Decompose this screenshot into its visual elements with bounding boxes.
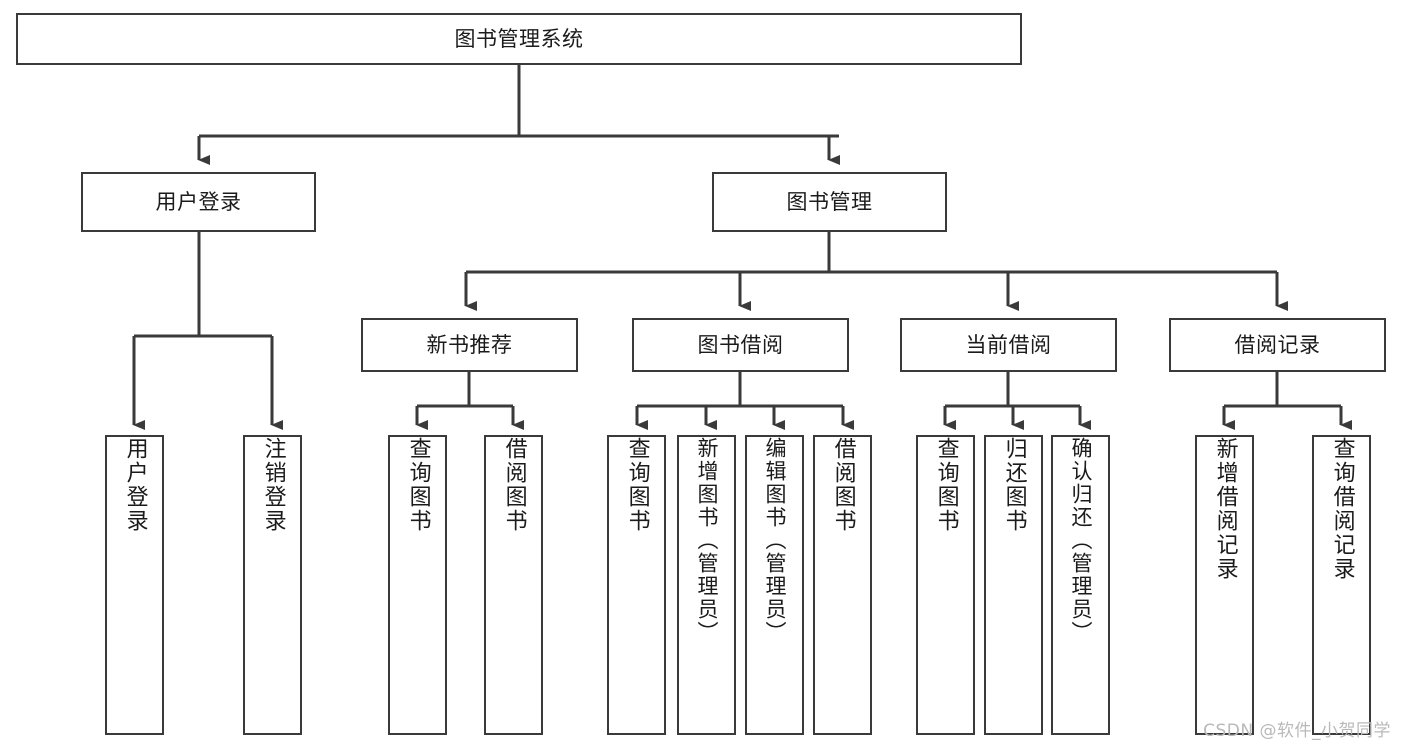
leaf-edit-book-admin[interactable]: 编辑图书（管理员） bbox=[745, 435, 804, 735]
node-label: 用户登录 bbox=[155, 189, 242, 214]
node-root-system[interactable]: 图书管理系统 bbox=[16, 13, 1022, 65]
watermark-text: CSDN @软件_小贺同学 bbox=[1203, 721, 1391, 741]
leaf-logout[interactable]: 注销登录 bbox=[243, 435, 302, 735]
node-label: 查询图书 bbox=[624, 437, 650, 533]
leaf-query-book-recommend[interactable]: 查询图书 bbox=[388, 435, 447, 735]
leaf-return-book[interactable]: 归还图书 bbox=[984, 435, 1043, 735]
node-label: 图书管理系统 bbox=[454, 26, 584, 51]
leaf-borrow-book[interactable]: 借阅图书 bbox=[813, 435, 872, 735]
node-label: 注销登录 bbox=[260, 437, 286, 533]
node-label: 借阅图书 bbox=[830, 437, 856, 533]
node-book-borrow[interactable]: 图书借阅 bbox=[632, 318, 849, 372]
leaf-confirm-return-admin[interactable]: 确认归还（管理员） bbox=[1051, 435, 1110, 735]
node-label: 新增图书（管理员） bbox=[695, 437, 720, 644]
leaf-add-borrow-record[interactable]: 新增借阅记录 bbox=[1195, 435, 1254, 735]
node-label: 新增借阅记录 bbox=[1212, 437, 1238, 581]
leaf-user-login[interactable]: 用户登录 bbox=[105, 435, 164, 735]
node-user-login[interactable]: 用户登录 bbox=[81, 172, 316, 232]
leaf-query-book-current[interactable]: 查询图书 bbox=[916, 435, 975, 735]
node-label: 查询借阅记录 bbox=[1329, 437, 1355, 581]
node-label: 当前借阅 bbox=[965, 332, 1052, 357]
node-label: 编辑图书（管理员） bbox=[763, 437, 788, 644]
leaf-borrow-book-recommend[interactable]: 借阅图书 bbox=[484, 435, 543, 735]
node-label: 查询图书 bbox=[933, 437, 959, 533]
node-label: 查询图书 bbox=[405, 437, 431, 533]
node-label: 借阅记录 bbox=[1234, 332, 1321, 357]
node-label: 新书推荐 bbox=[426, 332, 513, 357]
leaf-add-book-admin[interactable]: 新增图书（管理员） bbox=[677, 435, 736, 735]
leaf-query-borrow-record[interactable]: 查询借阅记录 bbox=[1312, 435, 1371, 735]
node-label: 图书管理 bbox=[786, 189, 873, 214]
node-new-book-recommend[interactable]: 新书推荐 bbox=[361, 318, 578, 372]
node-label: 确认归还（管理员） bbox=[1069, 437, 1094, 644]
node-borrow-record[interactable]: 借阅记录 bbox=[1169, 318, 1386, 372]
node-current-borrow[interactable]: 当前借阅 bbox=[900, 318, 1117, 372]
node-label: 用户登录 bbox=[122, 437, 148, 533]
node-label: 归还图书 bbox=[1001, 437, 1027, 533]
node-label: 图书借阅 bbox=[697, 332, 784, 357]
node-book-management[interactable]: 图书管理 bbox=[712, 172, 947, 232]
node-label: 借阅图书 bbox=[501, 437, 527, 533]
leaf-query-book-borrow[interactable]: 查询图书 bbox=[607, 435, 666, 735]
